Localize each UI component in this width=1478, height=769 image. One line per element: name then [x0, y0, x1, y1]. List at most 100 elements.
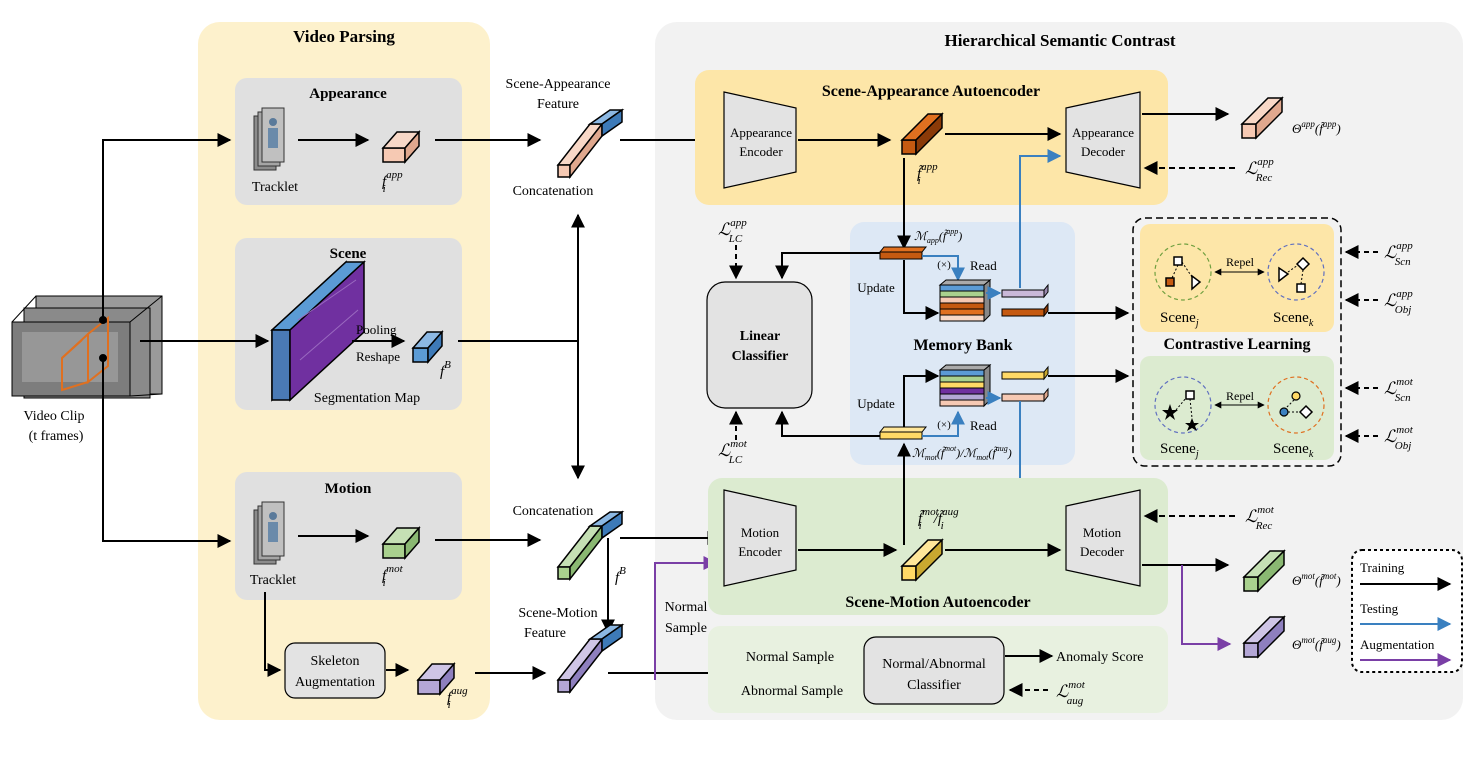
linear-line1: Linear: [740, 329, 780, 344]
theta-mot-label: Θmot(f̃mot): [1292, 571, 1341, 588]
motion-title: Motion: [325, 481, 372, 497]
legend-aug-label: Augmentation: [1360, 637, 1435, 652]
classifier-line1: Normal/Abnormal: [882, 657, 986, 672]
theta-aug-label: Θmot(f̃aug): [1292, 635, 1341, 652]
scene-app-ae-title: Scene-Appearance Autoencoder: [822, 83, 1040, 100]
recon-aug-feature: [1242, 615, 1286, 659]
scene-mot-feature-line1: Scene-Motion: [518, 606, 597, 621]
scene-j-mot-label: Scenej: [1160, 441, 1199, 460]
appearance-title: Appearance: [309, 86, 387, 102]
concat-mot-feature: [556, 510, 625, 582]
mot-encoder-line1: Motion: [741, 525, 780, 540]
scene-k-app-label: Scenek: [1273, 310, 1314, 329]
f-b-concat-label: fB: [615, 565, 626, 586]
arrow-mem-to-linear-bottom: [775, 410, 880, 437]
segmentation-map-label: Segmentation Map: [314, 391, 420, 406]
concat-aug-feature: [556, 623, 625, 695]
concat-app-feature: [556, 108, 625, 180]
encoded-app-feature: [900, 112, 944, 156]
clip-arrows: [99, 133, 270, 548]
segmentation-map: [270, 260, 366, 402]
memory-bank-panel: [850, 222, 1075, 465]
test-arrow-app: [1019, 149, 1062, 288]
recon-app-feature: [1240, 96, 1284, 140]
mot-decoder-line2: Decoder: [1080, 544, 1125, 559]
hsc-title: Hierarchical Semantic Contrast: [944, 31, 1175, 50]
reshape-label: Reshape: [356, 349, 400, 364]
skeleton-line1: Skeleton: [311, 654, 360, 669]
t-frames-label: (t frames): [29, 429, 84, 444]
app-decoder: [1065, 91, 1141, 189]
app-decoder-line2: Decoder: [1081, 144, 1126, 159]
read-arrow-bottom: [922, 410, 965, 437]
scene-feature-paths: [458, 213, 585, 480]
arrow-mem-to-linear-top: [775, 252, 880, 280]
theta-app-label: Θapp(f̃app): [1292, 119, 1341, 136]
feature-app: [381, 130, 421, 164]
tracklet-icon-app: [253, 107, 285, 171]
read-bar-mot: [1001, 365, 1049, 381]
aug-decoder-path: [1181, 565, 1232, 651]
update-label-top: Update: [857, 280, 895, 295]
contrastive-outline: [1132, 217, 1342, 467]
legend-box: [1351, 549, 1463, 673]
scene-k-app-cluster: [1267, 243, 1325, 301]
arrow-to-skeleton: [264, 592, 282, 677]
normal-sample-label: Normal Sample: [746, 650, 834, 665]
tracklet-label-mot: Tracklet: [250, 573, 296, 588]
recon-mot-feature: [1242, 549, 1286, 593]
m-mot-label: ℳmot(f̃mot)/ℳmot(f̃aug): [912, 444, 1012, 462]
tracklet-label-app: Tracklet: [252, 180, 298, 195]
read-label-bottom: Read: [970, 418, 997, 433]
scene-j-mot-cluster: [1154, 376, 1212, 434]
update-path-top: [903, 260, 940, 320]
pooling-label: Pooling: [356, 322, 397, 337]
encoded-mot-feature: [900, 538, 944, 582]
mot-encoder: [723, 489, 797, 587]
scene-k-mot-cluster: [1267, 376, 1325, 434]
repel-label-mot: Repel: [1226, 389, 1255, 403]
read-arrow-top: [922, 255, 965, 282]
feature-scene: [411, 330, 444, 364]
concatenation-label-bottom: Concatenation: [513, 504, 594, 519]
video-clip-label: Video Clip: [24, 409, 85, 424]
appearance-box: [235, 78, 462, 205]
mot-decoder-line1: Motion: [1083, 525, 1122, 540]
repel-label-app: Repel: [1226, 255, 1255, 269]
mot-query-bar: [878, 426, 928, 440]
legend-testing-label: Testing: [1360, 601, 1399, 616]
scene-app-feature-line2: Feature: [537, 97, 579, 112]
normal-sample-line2: Sample: [665, 621, 707, 636]
scene-j-app-cluster: [1154, 243, 1212, 301]
memory-bank-title: Memory Bank: [913, 337, 1012, 354]
scene-title: Scene: [330, 246, 367, 262]
scene-mot-ae-title: Scene-Motion Autoencoder: [845, 594, 1030, 611]
app-encoder-line1: Appearance: [730, 125, 792, 140]
classifier-line2: Classifier: [907, 678, 961, 693]
scene-j-app-label: Scenej: [1160, 310, 1199, 329]
times-label-top: (×): [937, 259, 951, 271]
app-encoder: [723, 91, 797, 189]
scene-mot-feature-line2: Feature: [524, 626, 566, 641]
skeleton-aug-box: [284, 642, 386, 699]
linear-line2: Classifier: [732, 349, 789, 364]
read-bar-app2: [1001, 302, 1049, 318]
normal-abnormal-classifier: [863, 636, 1005, 705]
scene-k-mot-label: Scenek: [1273, 441, 1314, 460]
app-query-bar: [878, 246, 928, 260]
tracklet-icon-mot: [253, 501, 285, 565]
video-clip-icon: [11, 295, 163, 399]
concatenation-label-top: Concatenation: [513, 184, 594, 199]
f-b-label: fB: [440, 359, 451, 380]
